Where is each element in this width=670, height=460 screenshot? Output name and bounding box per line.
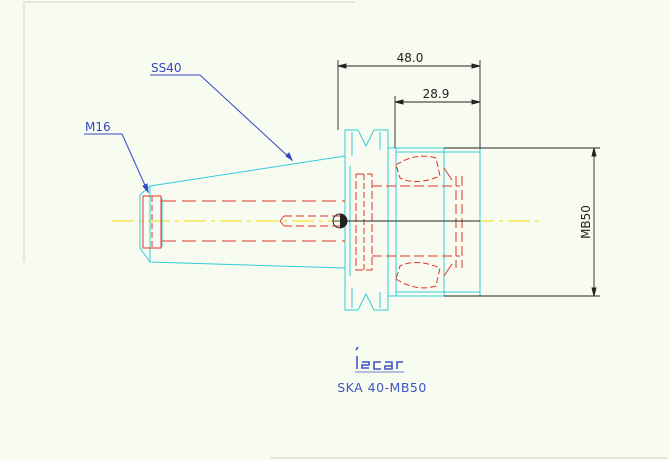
overall-length-dimension: 48.0: [397, 51, 424, 65]
taper-label: SS40: [151, 61, 182, 75]
hidden-features: [142, 155, 463, 289]
part-number: SKA 40-MB50: [337, 380, 427, 395]
sheet-frame: [23, 1, 668, 459]
cylindrical-body: [387, 147, 481, 297]
taper-shank: [139, 155, 346, 269]
diameter-dimension: MB50: [579, 205, 593, 239]
thread-label: M16: [85, 120, 111, 134]
iscar-logo: [355, 346, 404, 373]
body-length-dimension: 28.9: [423, 87, 450, 101]
ball-screw-symbol: [332, 213, 348, 229]
dimension-lines: [337, 60, 600, 297]
leader-lines: [84, 74, 294, 194]
flange: [344, 129, 389, 311]
